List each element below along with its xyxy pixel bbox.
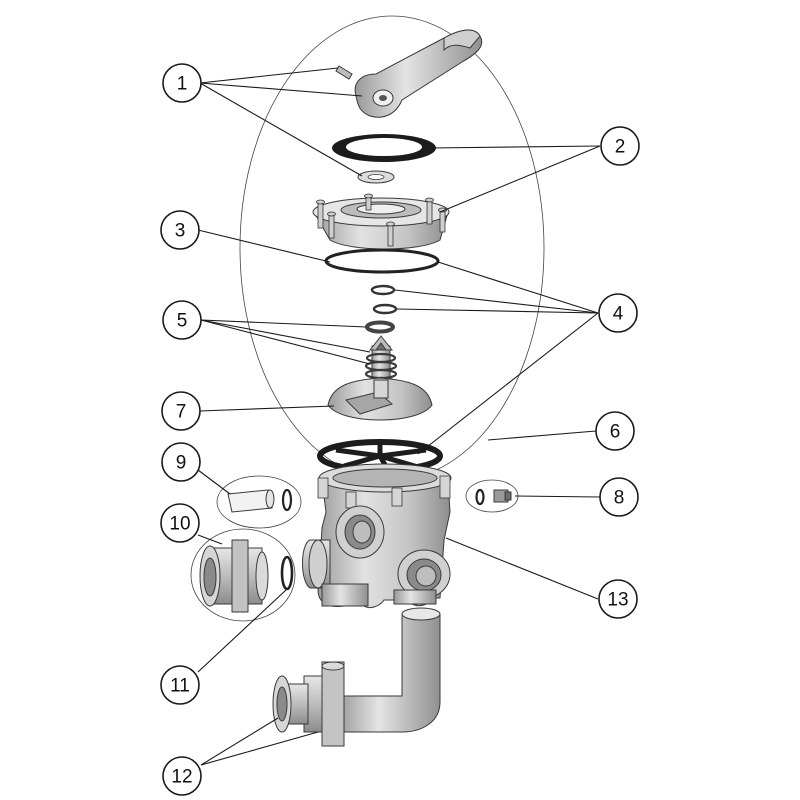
- drain-plug: [475, 488, 512, 506]
- callout-11: 11: [160, 665, 200, 705]
- callout-4-label: 4: [613, 304, 624, 325]
- cover-gasket: [332, 134, 436, 162]
- valve-cover: [312, 193, 450, 250]
- union-fitting: [199, 539, 269, 613]
- callout-10-label: 10: [169, 514, 190, 535]
- callout-2-label: 2: [615, 137, 626, 158]
- callout-8-label: 8: [614, 488, 625, 509]
- callout-13: 13: [598, 579, 638, 619]
- group-outline-10-11: [190, 528, 296, 622]
- handle-part: [354, 29, 483, 118]
- callout-4: 4: [598, 293, 638, 333]
- callout-1-label: 1: [177, 74, 188, 95]
- handle-pin: [335, 65, 353, 80]
- plug-fitting: [227, 488, 293, 513]
- callout-1: 1: [162, 63, 202, 103]
- callout-5-label: 5: [177, 311, 188, 332]
- callout-10: 10: [160, 503, 200, 543]
- callout-9-label: 9: [176, 453, 187, 474]
- callout-6-label: 6: [610, 422, 621, 443]
- callout-9: 9: [161, 442, 201, 482]
- callout-3-label: 3: [175, 221, 186, 242]
- valve-body: [302, 463, 452, 609]
- handle-washer: [357, 170, 395, 184]
- spring-washer: [365, 320, 395, 334]
- callout-7: 7: [161, 391, 201, 431]
- callout-11-label: 11: [170, 676, 190, 697]
- callout-12: 12: [162, 756, 202, 796]
- union-o-ring: [280, 555, 294, 591]
- callout-6: 6: [595, 411, 635, 451]
- callout-8: 8: [599, 477, 639, 517]
- callout-2: 2: [600, 126, 640, 166]
- cover-o-ring: [324, 248, 440, 274]
- callout-12-label: 12: [171, 767, 192, 788]
- leader-lines: [197, 67, 601, 766]
- callout-3: 3: [160, 210, 200, 250]
- callout-7-label: 7: [176, 402, 187, 423]
- elbow-pipe: [272, 607, 441, 747]
- group-outline-9: [216, 475, 302, 529]
- callout-13-label: 13: [607, 590, 628, 611]
- shaft-o-rings: [370, 284, 398, 315]
- callout-5: 5: [162, 300, 202, 340]
- rotor-disk: [327, 377, 433, 421]
